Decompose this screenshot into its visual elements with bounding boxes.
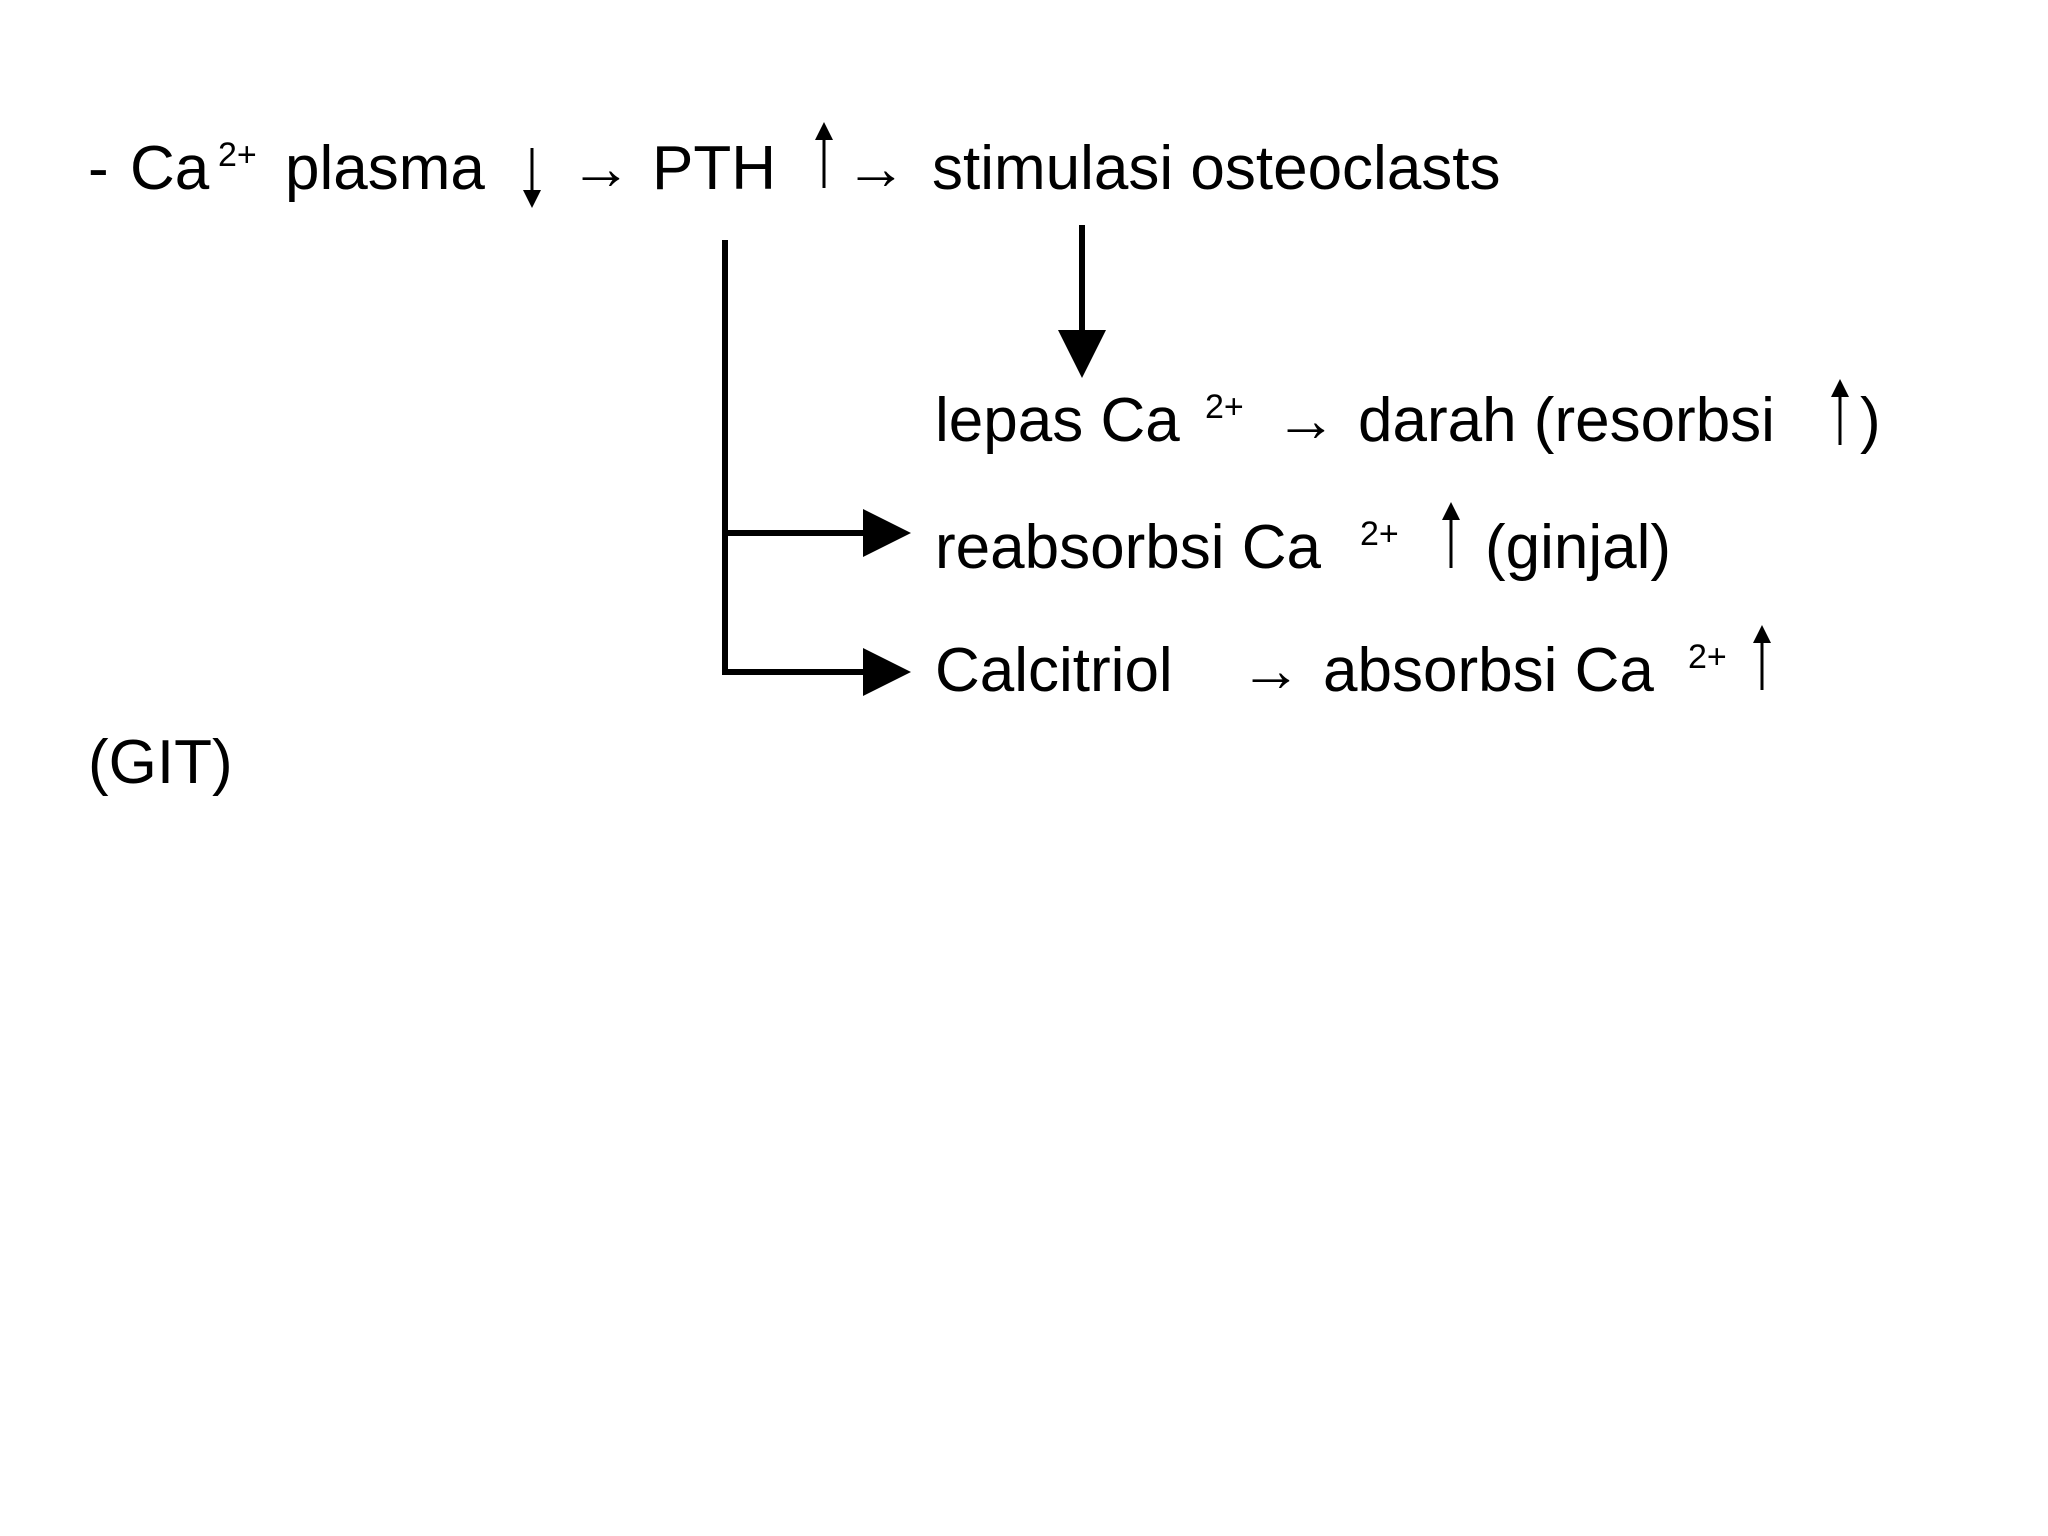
dash-bullet: -	[88, 134, 109, 203]
git-label: (GIT)	[88, 728, 233, 797]
darah-close-paren: )	[1860, 386, 1881, 455]
reabsorbsi-label: reabsorbsi Ca	[935, 513, 1321, 582]
implies-arrow-2: →	[845, 134, 907, 203]
lepas-charge: 2+	[1205, 388, 1244, 426]
implies-arrow-4: →	[1240, 636, 1302, 705]
absorbsi-label: absorbsi Ca	[1323, 636, 1654, 705]
plasma-label: plasma	[285, 134, 485, 203]
implies-arrow-1: →	[570, 134, 632, 203]
calcitriol-label: Calcitriol	[935, 636, 1173, 705]
calcium-charge: 2+	[218, 136, 257, 174]
stimulasi-label: stimulasi osteoclasts	[932, 134, 1501, 203]
implies-arrow-3: →	[1275, 386, 1337, 455]
calcium-label: Ca	[130, 134, 210, 203]
lepas-label: lepas Ca	[935, 386, 1180, 455]
darah-label: darah (resorbsi	[1358, 386, 1775, 455]
reabsorbsi-charge: 2+	[1360, 515, 1399, 553]
pth-label: PTH	[652, 134, 776, 203]
ginjal-label: (ginjal)	[1485, 513, 1672, 582]
absorbsi-charge: 2+	[1688, 638, 1727, 676]
